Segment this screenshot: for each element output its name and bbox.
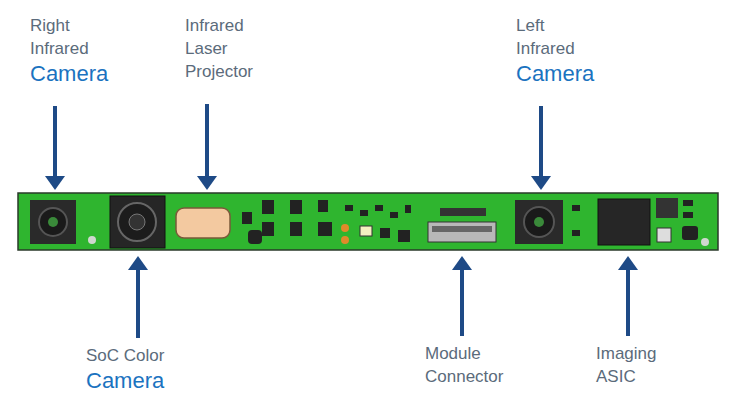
label-line: Connector xyxy=(425,365,503,388)
part-label: Infrared Laser Projector xyxy=(185,14,253,83)
label-line: Imaging xyxy=(596,342,656,365)
label-line: Left xyxy=(516,14,594,37)
part-label: SoC Color Camera xyxy=(86,344,164,395)
label-line: Projector xyxy=(185,60,253,83)
circuit-board xyxy=(18,193,718,250)
label-line: Laser xyxy=(185,37,253,60)
label-line: Camera xyxy=(86,367,164,395)
part-label: Left Infrared Camera xyxy=(516,14,594,88)
label-line: ASIC xyxy=(596,365,656,388)
label-line: SoC Color xyxy=(86,344,164,367)
label-line: Right xyxy=(30,14,108,37)
label-line: Module xyxy=(425,342,503,365)
part-label: Imaging ASIC xyxy=(596,342,656,388)
label-line: Infrared xyxy=(30,37,108,60)
label-line: Infrared xyxy=(516,37,594,60)
pointer-arrows xyxy=(45,104,638,338)
part-label: Right Infrared Camera xyxy=(30,14,108,88)
label-line: Camera xyxy=(516,60,594,88)
label-line: Infrared xyxy=(185,14,253,37)
part-label: Module Connector xyxy=(425,342,503,388)
label-line: Camera xyxy=(30,60,108,88)
